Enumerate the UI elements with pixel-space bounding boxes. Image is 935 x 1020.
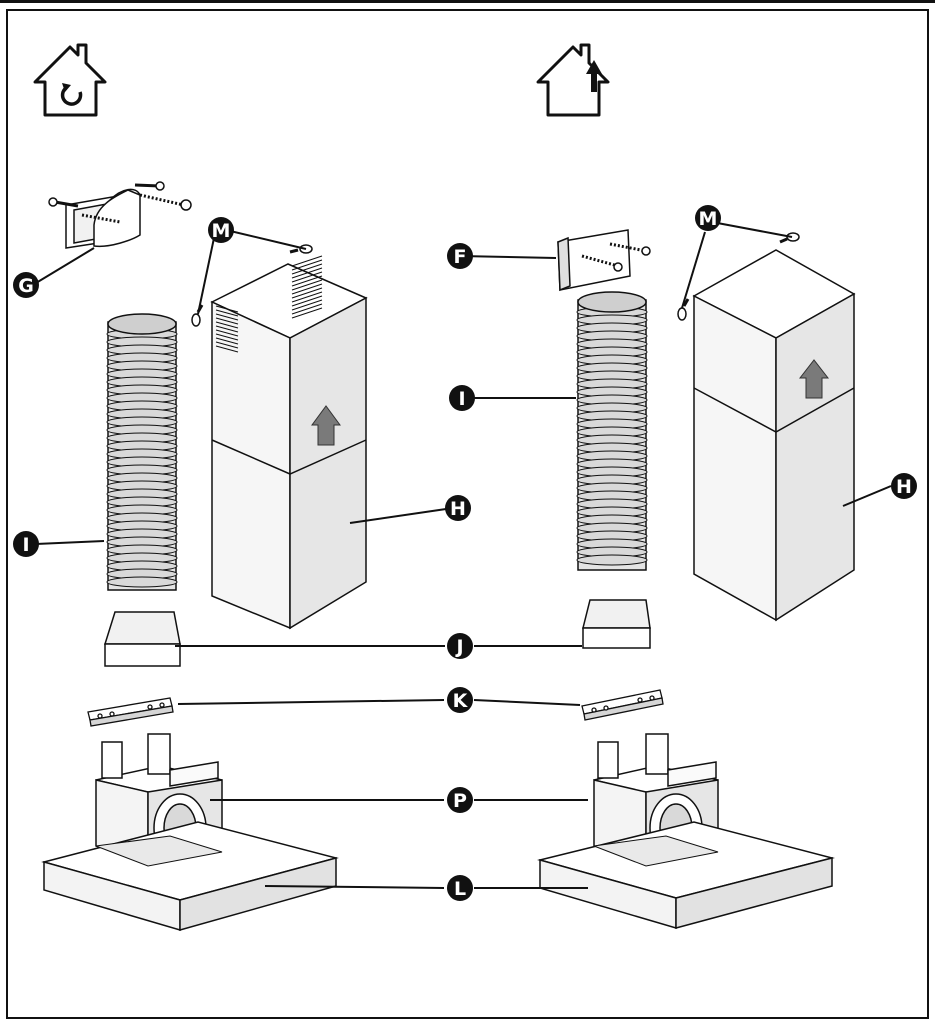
svg-text:M: M — [699, 208, 718, 230]
label-h-left: H — [445, 495, 471, 521]
svg-text:K: K — [453, 690, 469, 712]
chimney-left — [210, 255, 368, 630]
svg-text:J: J — [454, 636, 463, 658]
label-p: P — [447, 787, 473, 813]
label-g: G — [13, 272, 39, 298]
svg-text:L: L — [454, 878, 466, 900]
label-j: J — [447, 633, 473, 659]
reducer-left — [103, 611, 181, 667]
bracket-part-f — [557, 229, 651, 292]
bracket-right — [581, 689, 664, 721]
svg-text:H: H — [450, 498, 466, 520]
flexible-duct-right — [576, 291, 648, 571]
chimney-right — [692, 249, 856, 622]
reducer-right — [582, 599, 651, 649]
svg-text:G: G — [18, 275, 34, 297]
svg-text:H: H — [896, 476, 912, 498]
svg-text:I: I — [458, 388, 465, 410]
flexible-duct-left — [106, 313, 178, 591]
svg-text:I: I — [22, 534, 29, 556]
canopy-right — [537, 821, 835, 930]
house-recirculation-icon — [33, 43, 107, 117]
house-extraction-icon — [536, 43, 610, 117]
label-f: F — [447, 243, 473, 269]
svg-text:F: F — [454, 246, 467, 268]
label-k: K — [447, 687, 473, 713]
label-h-right: H — [891, 473, 917, 499]
label-l: L — [447, 875, 473, 901]
label-i-left: I — [13, 531, 39, 557]
deflector-part-g — [48, 181, 192, 249]
label-i-right: I — [449, 385, 475, 411]
canopy-left — [41, 821, 339, 932]
svg-text:M: M — [212, 220, 231, 242]
leader-lines — [35, 221, 892, 889]
svg-text:P: P — [453, 790, 467, 812]
bracket-left — [87, 697, 174, 727]
label-m-right: M — [695, 205, 721, 231]
label-m-left: M — [208, 217, 234, 243]
